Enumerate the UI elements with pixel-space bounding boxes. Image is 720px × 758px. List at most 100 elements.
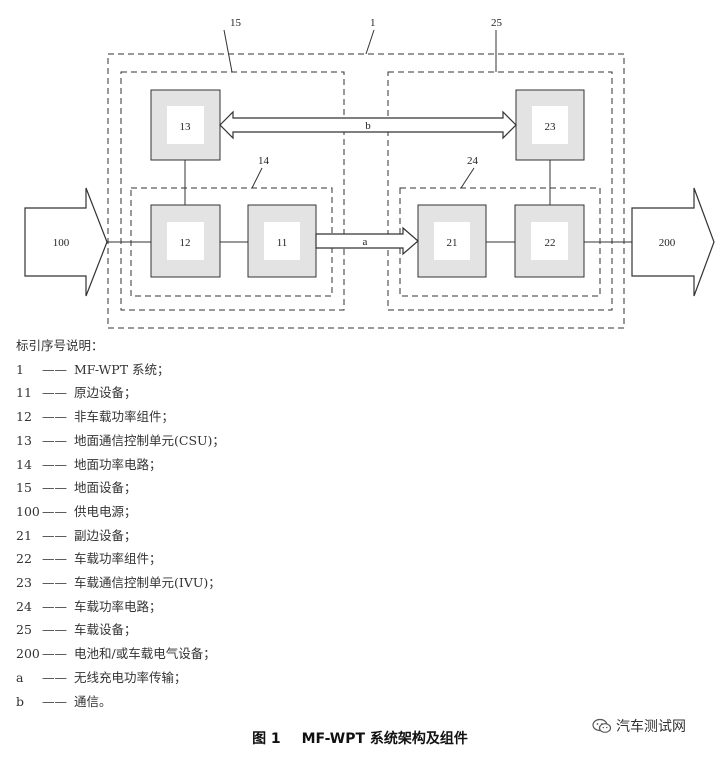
legend-text: 车载功率电路； — [74, 598, 162, 614]
legend-key: 23 — [16, 575, 32, 591]
comm-link-label: b — [365, 120, 371, 132]
legend-item: 21 —— 副边设备； — [16, 524, 225, 548]
legend-text: 地面功率电路； — [74, 456, 162, 472]
legend-key: 21 — [16, 527, 32, 543]
block-label-primary-device: 11 — [277, 237, 288, 249]
legend-text: 车载通信控制单元(IVU)； — [74, 575, 221, 591]
legend-text: 通信。 — [74, 693, 112, 709]
legend-key: 100 — [16, 503, 40, 519]
comm-double-arrow — [219, 110, 517, 140]
legend-key: 24 — [16, 598, 32, 614]
label-system: 1 — [370, 17, 376, 29]
legend-item: 25 —— 车载设备； — [16, 618, 225, 642]
legend-text: 车载设备； — [74, 622, 137, 638]
legend-key: 11 — [16, 385, 32, 401]
legend-key: 200 — [16, 646, 40, 662]
legend-key: a — [16, 669, 24, 685]
legend-dash: —— — [42, 385, 67, 401]
legend-item: 100—— 供电电源； — [16, 500, 225, 524]
legend-dash: —— — [42, 409, 67, 425]
figure-title: MF-WPT 系统架构及组件 — [301, 731, 468, 747]
legend-dash: —— — [42, 432, 67, 448]
leader-line-14 — [251, 167, 263, 189]
watermark: 汽车测试网 — [592, 716, 686, 736]
legend-key: 15 — [16, 480, 32, 496]
legend-text: 地面设备； — [74, 480, 137, 496]
legend-text: 车载功率组件； — [74, 551, 162, 567]
legend-text: MF-WPT 系统； — [74, 361, 170, 377]
legend-key: 14 — [16, 456, 32, 472]
legend-item: 23 —— 车载通信控制单元(IVU)； — [16, 571, 225, 595]
legend-item: 11 —— 原边设备； — [16, 381, 225, 405]
block-label-on-board-component: 22 — [545, 237, 556, 249]
block-on-board-component: 22 — [514, 204, 585, 278]
legend-dash: —— — [42, 575, 67, 591]
legend-text: 地面通信控制单元(CSU)； — [74, 432, 225, 448]
label-ground-equipment: 15 — [230, 17, 242, 29]
legend-dash: —— — [42, 669, 67, 685]
legend-text: 非车载功率组件； — [74, 409, 175, 425]
legend-item: 22 —— 车载功率组件； — [16, 547, 225, 571]
legend-item: b —— 通信。 — [16, 690, 225, 714]
legend-item: a —— 无线充电功率传输； — [16, 666, 225, 690]
figure-caption: 图 1 MF-WPT 系统架构及组件 — [0, 728, 720, 748]
legend-item: 12 —— 非车载功率组件； — [16, 405, 225, 429]
legend-item: 1 —— MF-WPT 系统； — [16, 358, 225, 382]
legend-text: 副边设备； — [74, 527, 137, 543]
label-vehicle-equipment: 25 — [491, 17, 503, 29]
legend-key: 13 — [16, 432, 32, 448]
legend-item: 14 —— 地面功率电路； — [16, 453, 225, 477]
legend: 标引序号说明： 1 —— MF-WPT 系统； 11 —— 原边设备； 12 —— 非车载功率组… — [16, 334, 225, 713]
legend-items: 1 —— MF-WPT 系统； 11 —— 原边设备； 12 —— 非车载功率组件； 13 —— 地面… — [16, 358, 225, 714]
power-link-label: a — [363, 236, 368, 248]
leader-line-1 — [365, 29, 375, 55]
system-boundary — [107, 53, 625, 329]
legend-dash: —— — [42, 646, 67, 662]
label-ground-power-circuit: 14 — [258, 155, 270, 167]
block-off-board-component: 12 — [150, 204, 221, 278]
block-label-secondary-device: 21 — [447, 237, 458, 249]
legend-item: 15 —— 地面设备； — [16, 476, 225, 500]
legend-key: 12 — [16, 409, 32, 425]
vehicle-equipment-boundary — [387, 71, 613, 311]
battery-arrow — [631, 187, 715, 297]
legend-dash: —— — [42, 622, 67, 638]
block-csu: 13 — [150, 89, 221, 161]
legend-text: 无线充电功率传输； — [74, 669, 187, 685]
legend-dash: —— — [42, 598, 67, 614]
legend-key: 25 — [16, 622, 32, 638]
block-ivu: 23 — [515, 89, 585, 161]
legend-dash: —— — [42, 527, 67, 543]
legend-key: 1 — [16, 361, 24, 377]
power-supply-arrow — [24, 187, 108, 297]
legend-title: 标引序号说明： — [16, 338, 104, 353]
legend-dash: —— — [42, 361, 67, 377]
architecture-diagram: 1 15 25 14 24 13 23 12 11 21 22 b — [24, 17, 715, 329]
legend-text: 电池和/或车载电气设备； — [74, 646, 216, 662]
label-power-supply: 100 — [53, 237, 70, 249]
legend-dash: —— — [42, 551, 67, 567]
label-battery: 200 — [659, 237, 676, 249]
watermark-text: 汽车测试网 — [616, 719, 686, 735]
power-transfer-arrow — [315, 226, 419, 256]
legend-dash: —— — [42, 480, 67, 496]
block-label-csu: 13 — [180, 121, 192, 133]
legend-key: b — [16, 693, 25, 709]
legend-item: 24 —— 车载功率电路； — [16, 595, 225, 619]
legend-dash: —— — [42, 456, 67, 472]
block-secondary-device: 21 — [417, 204, 487, 278]
legend-key: 22 — [16, 551, 32, 567]
legend-text: 供电电源； — [74, 503, 137, 519]
leader-line-15 — [223, 29, 233, 73]
leader-line-24 — [460, 167, 475, 189]
legend-dash: —— — [42, 503, 67, 519]
block-label-ivu: 23 — [545, 121, 557, 133]
legend-item: 13 —— 地面通信控制单元(CSU)； — [16, 429, 225, 453]
block-label-off-board-component: 12 — [180, 237, 191, 249]
label-vehicle-power-circuit: 24 — [467, 155, 479, 167]
legend-text: 原边设备； — [74, 385, 137, 401]
wechat-icon — [592, 718, 612, 733]
legend-item: 200—— 电池和/或车载电气设备； — [16, 642, 225, 666]
block-primary-device: 11 — [247, 204, 317, 278]
legend-dash: —— — [42, 693, 67, 709]
